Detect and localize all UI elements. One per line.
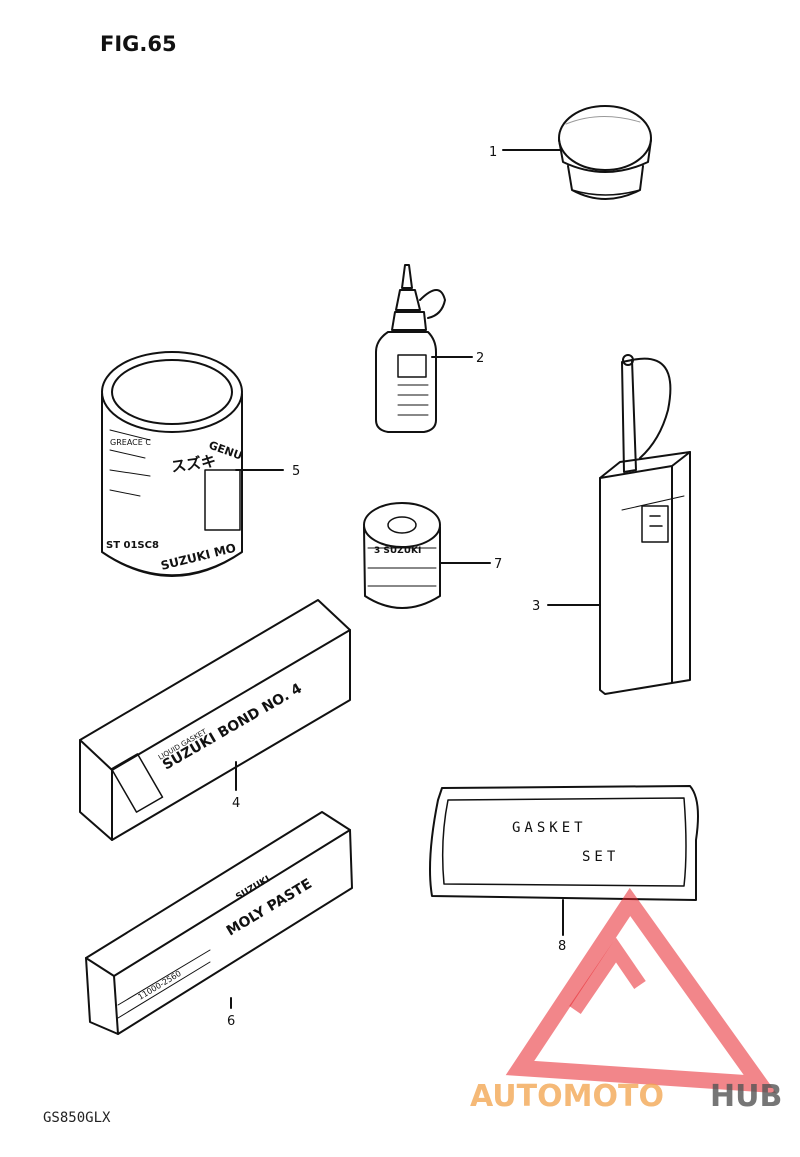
grease-can-drawing	[101, 351, 243, 577]
watermark-logo: AUTOMOTO HUB	[470, 887, 782, 1114]
part-number-4: 4	[232, 796, 240, 811]
gasket-label-line2: SET	[582, 849, 619, 865]
part-number-3: 3	[532, 599, 540, 614]
part-number-1: 1	[489, 145, 497, 160]
oil-can-drawing	[599, 354, 691, 695]
cap-drawing	[558, 105, 652, 200]
gasket-set-drawing	[429, 785, 699, 901]
grease-can-side-label-2: ST 01SC8	[106, 540, 159, 551]
figure-title: FIG.65	[100, 32, 177, 56]
part-number-5: 5	[292, 464, 300, 479]
oil-bottle-drawing	[375, 264, 446, 433]
small-tin-drawing	[363, 502, 441, 609]
watermark-text-part1: AUTOMOTO	[470, 1079, 664, 1114]
small-tin-label: 3 SUZUKI	[374, 546, 421, 556]
watermark-text-part2: HUB	[710, 1079, 782, 1114]
part-number-2: 2	[476, 351, 484, 366]
gasket-label-line1: GASKET	[512, 820, 587, 836]
grease-can-kana-label: スズキ	[170, 452, 217, 476]
grease-can-side-label-1: GREACE C	[110, 438, 151, 447]
model-code: GS850GLX	[43, 1110, 111, 1126]
grease-can-side-label-3: SUZUKI MO	[159, 541, 237, 573]
part-number-6: 6	[227, 1014, 235, 1029]
part-number-8: 8	[558, 939, 566, 954]
part-number-7: 7	[494, 557, 502, 572]
bond-box-drawing	[79, 599, 351, 841]
paste-box-drawing	[85, 811, 353, 1035]
